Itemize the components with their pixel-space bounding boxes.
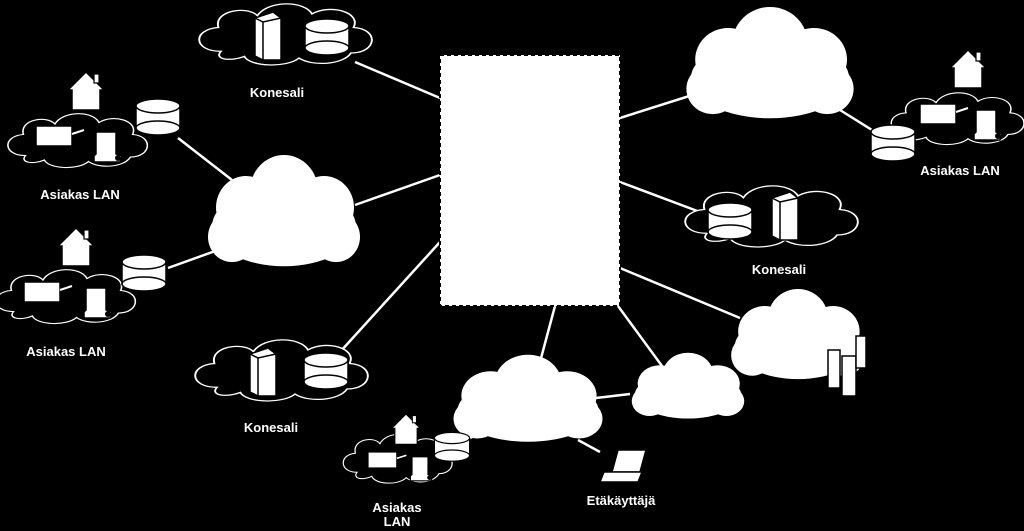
link-cloud-left bbox=[354, 173, 441, 207]
label-asiakas-lan-right: Asiakas LAN bbox=[920, 163, 1000, 178]
konesali-right-site bbox=[684, 184, 859, 248]
router-icon bbox=[121, 254, 167, 292]
link-konesali-top bbox=[354, 60, 441, 100]
asiakas-lan-bottom-site bbox=[342, 413, 471, 484]
link-cloud-bottom-right bbox=[616, 305, 664, 367]
konesali-top-site bbox=[198, 2, 373, 66]
link-cloud-lower-right bbox=[619, 266, 741, 320]
router-icon bbox=[433, 431, 471, 462]
server-icon bbox=[249, 347, 277, 397]
router-icon bbox=[303, 352, 349, 390]
router-icon bbox=[135, 98, 181, 136]
server-icon bbox=[827, 335, 867, 397]
link-konesali-right bbox=[619, 180, 709, 217]
server-icon bbox=[254, 11, 282, 61]
cloud-left bbox=[208, 155, 360, 267]
house-icon bbox=[949, 49, 987, 89]
house-icon bbox=[391, 413, 421, 445]
link-remote-user bbox=[577, 438, 601, 454]
server-icon bbox=[771, 191, 799, 241]
link-clouds-bottom bbox=[595, 392, 631, 400]
link-lan-left-bottom bbox=[167, 248, 219, 270]
link-cloud-bottom bbox=[538, 305, 557, 363]
asiakas-lan-right-site bbox=[870, 49, 1024, 162]
konesali-bottom-site bbox=[194, 338, 369, 402]
link-lan-right bbox=[839, 108, 873, 132]
label-konesali-bottom: Konesali bbox=[243, 420, 299, 435]
router-icon bbox=[870, 124, 916, 162]
cloud-bottom-center bbox=[453, 354, 603, 442]
cloud-bottom-right bbox=[631, 352, 745, 419]
asiakas-lan-left-bottom-site bbox=[0, 227, 167, 325]
router-icon bbox=[304, 18, 350, 56]
label-etakayttaja: Etäkäyttäjä bbox=[586, 493, 656, 508]
label-konesali-right: Konesali bbox=[751, 262, 807, 277]
link-lan-left-top bbox=[177, 137, 233, 181]
link-konesali-bottom bbox=[339, 241, 441, 353]
router-icon bbox=[707, 202, 753, 240]
asiakas-lan-left-top-site bbox=[7, 71, 181, 169]
label-asiakas-lan-bottom-line1: Asiakas bbox=[372, 500, 422, 515]
cloud-top-right bbox=[686, 7, 854, 119]
label-asiakas-lan-left-top: Asiakas LAN bbox=[40, 187, 120, 202]
central-network-box bbox=[439, 54, 621, 307]
label-asiakas-lan-bottom-line2: LAN bbox=[383, 514, 411, 529]
label-konesali-top: Konesali bbox=[249, 85, 305, 100]
house-icon bbox=[67, 71, 105, 111]
house-icon bbox=[57, 227, 95, 267]
laptop-icon bbox=[598, 449, 647, 483]
label-asiakas-lan-left-bottom: Asiakas LAN bbox=[26, 344, 106, 359]
